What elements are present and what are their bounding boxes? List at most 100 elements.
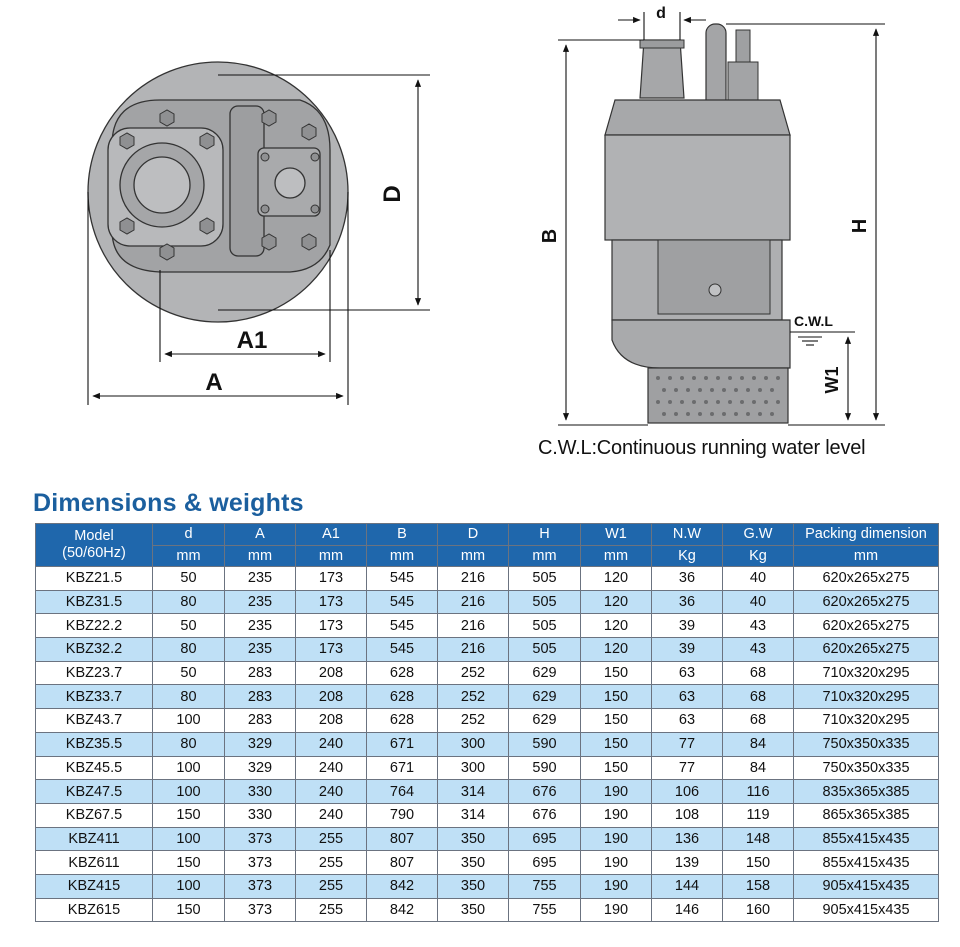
table-cell: 755 xyxy=(508,873,581,899)
table-cell: 216 xyxy=(437,637,509,662)
header-unit-cell: mm xyxy=(580,544,652,567)
table-cell: 146 xyxy=(651,897,723,923)
table-cell: 84 xyxy=(722,731,794,757)
table-cell: 620x265x275 xyxy=(793,589,939,615)
table-cell: 240 xyxy=(295,802,367,828)
table-cell: 39 xyxy=(651,637,723,662)
table-cell: 329 xyxy=(224,755,296,781)
table-cell: 216 xyxy=(437,589,509,615)
table-cell: 710x320x295 xyxy=(793,660,939,686)
table-cell: 905x415x435 xyxy=(793,897,939,923)
table-cell: 750x350x335 xyxy=(793,731,939,757)
table-cell: 329 xyxy=(224,731,296,757)
table-cell: 68 xyxy=(722,660,794,686)
table-cell: 139 xyxy=(651,850,723,875)
table-cell: 865x365x385 xyxy=(793,802,939,828)
table-cell: 150 xyxy=(580,660,652,686)
table-cell: 150 xyxy=(580,684,652,710)
model-cell: KBZ33.7 xyxy=(35,684,153,710)
table-cell: 252 xyxy=(437,684,509,710)
model-cell: KBZ615 xyxy=(35,897,153,923)
model-cell: KBZ67.5 xyxy=(35,802,153,828)
model-cell: KBZ415 xyxy=(35,873,153,899)
table-cell: 77 xyxy=(651,731,723,757)
table-cell: 629 xyxy=(508,660,581,686)
table-cell: 235 xyxy=(224,613,296,639)
label-cwl: C.W.L xyxy=(794,313,833,329)
model-cell: KBZ47.5 xyxy=(35,779,153,804)
table-cell: 505 xyxy=(508,566,581,591)
table-cell: 190 xyxy=(580,779,652,804)
header-unit-cell: mm xyxy=(152,544,225,567)
table-cell: 173 xyxy=(295,566,367,591)
table-cell: 545 xyxy=(366,637,438,662)
table-cell: 790 xyxy=(366,802,438,828)
table-cell: 855x415x435 xyxy=(793,826,939,852)
table-cell: 373 xyxy=(224,826,296,852)
table-cell: 50 xyxy=(152,660,225,686)
table-cell: 63 xyxy=(651,708,723,733)
table-cell: 120 xyxy=(580,613,652,639)
table-cell: 905x415x435 xyxy=(793,873,939,899)
table-cell: 710x320x295 xyxy=(793,708,939,733)
table-cell: 373 xyxy=(224,897,296,923)
table-cell: 629 xyxy=(508,684,581,710)
table-cell: 216 xyxy=(437,566,509,591)
table-cell: 84 xyxy=(722,755,794,781)
table-cell: 545 xyxy=(366,566,438,591)
table-cell: 300 xyxy=(437,755,509,781)
table-cell: 208 xyxy=(295,708,367,733)
table-cell: 330 xyxy=(224,802,296,828)
table-cell: 620x265x275 xyxy=(793,613,939,639)
table-cell: 807 xyxy=(366,826,438,852)
model-cell: KBZ411 xyxy=(35,826,153,852)
table-cell: 43 xyxy=(722,637,794,662)
table-cell: 252 xyxy=(437,708,509,733)
table-cell: 120 xyxy=(580,566,652,591)
table-cell: 695 xyxy=(508,826,581,852)
table-cell: 671 xyxy=(366,755,438,781)
table-cell: 505 xyxy=(508,589,581,615)
table-cell: 255 xyxy=(295,850,367,875)
header-unit-cell: mm xyxy=(224,544,296,567)
table-cell: 835x365x385 xyxy=(793,779,939,804)
header-model: Model(50/60Hz) xyxy=(35,523,153,567)
table-cell: 671 xyxy=(366,731,438,757)
table-cell: 750x350x335 xyxy=(793,755,939,781)
cwl-note: C.W.L:Continuous running water level xyxy=(538,437,866,459)
table-cell: 620x265x275 xyxy=(793,637,939,662)
header-unit-cell: mm xyxy=(793,544,939,567)
table-cell: 190 xyxy=(580,850,652,875)
header-model-name: Model xyxy=(74,528,114,544)
table-cell: 150 xyxy=(152,897,225,923)
table-cell: 764 xyxy=(366,779,438,804)
table-cell: 505 xyxy=(508,637,581,662)
model-cell: KBZ43.7 xyxy=(35,708,153,733)
table-cell: 235 xyxy=(224,566,296,591)
table-cell: 80 xyxy=(152,684,225,710)
table-cell: 350 xyxy=(437,826,509,852)
table-cell: 50 xyxy=(152,613,225,639)
model-cell: KBZ22.2 xyxy=(35,613,153,639)
table-cell: 216 xyxy=(437,613,509,639)
table-cell: 373 xyxy=(224,850,296,875)
table-cell: 116 xyxy=(722,779,794,804)
table-cell: 240 xyxy=(295,731,367,757)
table-cell: 235 xyxy=(224,589,296,615)
label-d: d xyxy=(656,5,666,22)
label-A1: A1 xyxy=(237,327,268,354)
label-H: H xyxy=(849,219,871,233)
table-cell: 208 xyxy=(295,660,367,686)
top-view: D A1 A xyxy=(87,61,430,405)
table-cell: 77 xyxy=(651,755,723,781)
table-cell: 80 xyxy=(152,731,225,757)
table-cell: 807 xyxy=(366,850,438,875)
